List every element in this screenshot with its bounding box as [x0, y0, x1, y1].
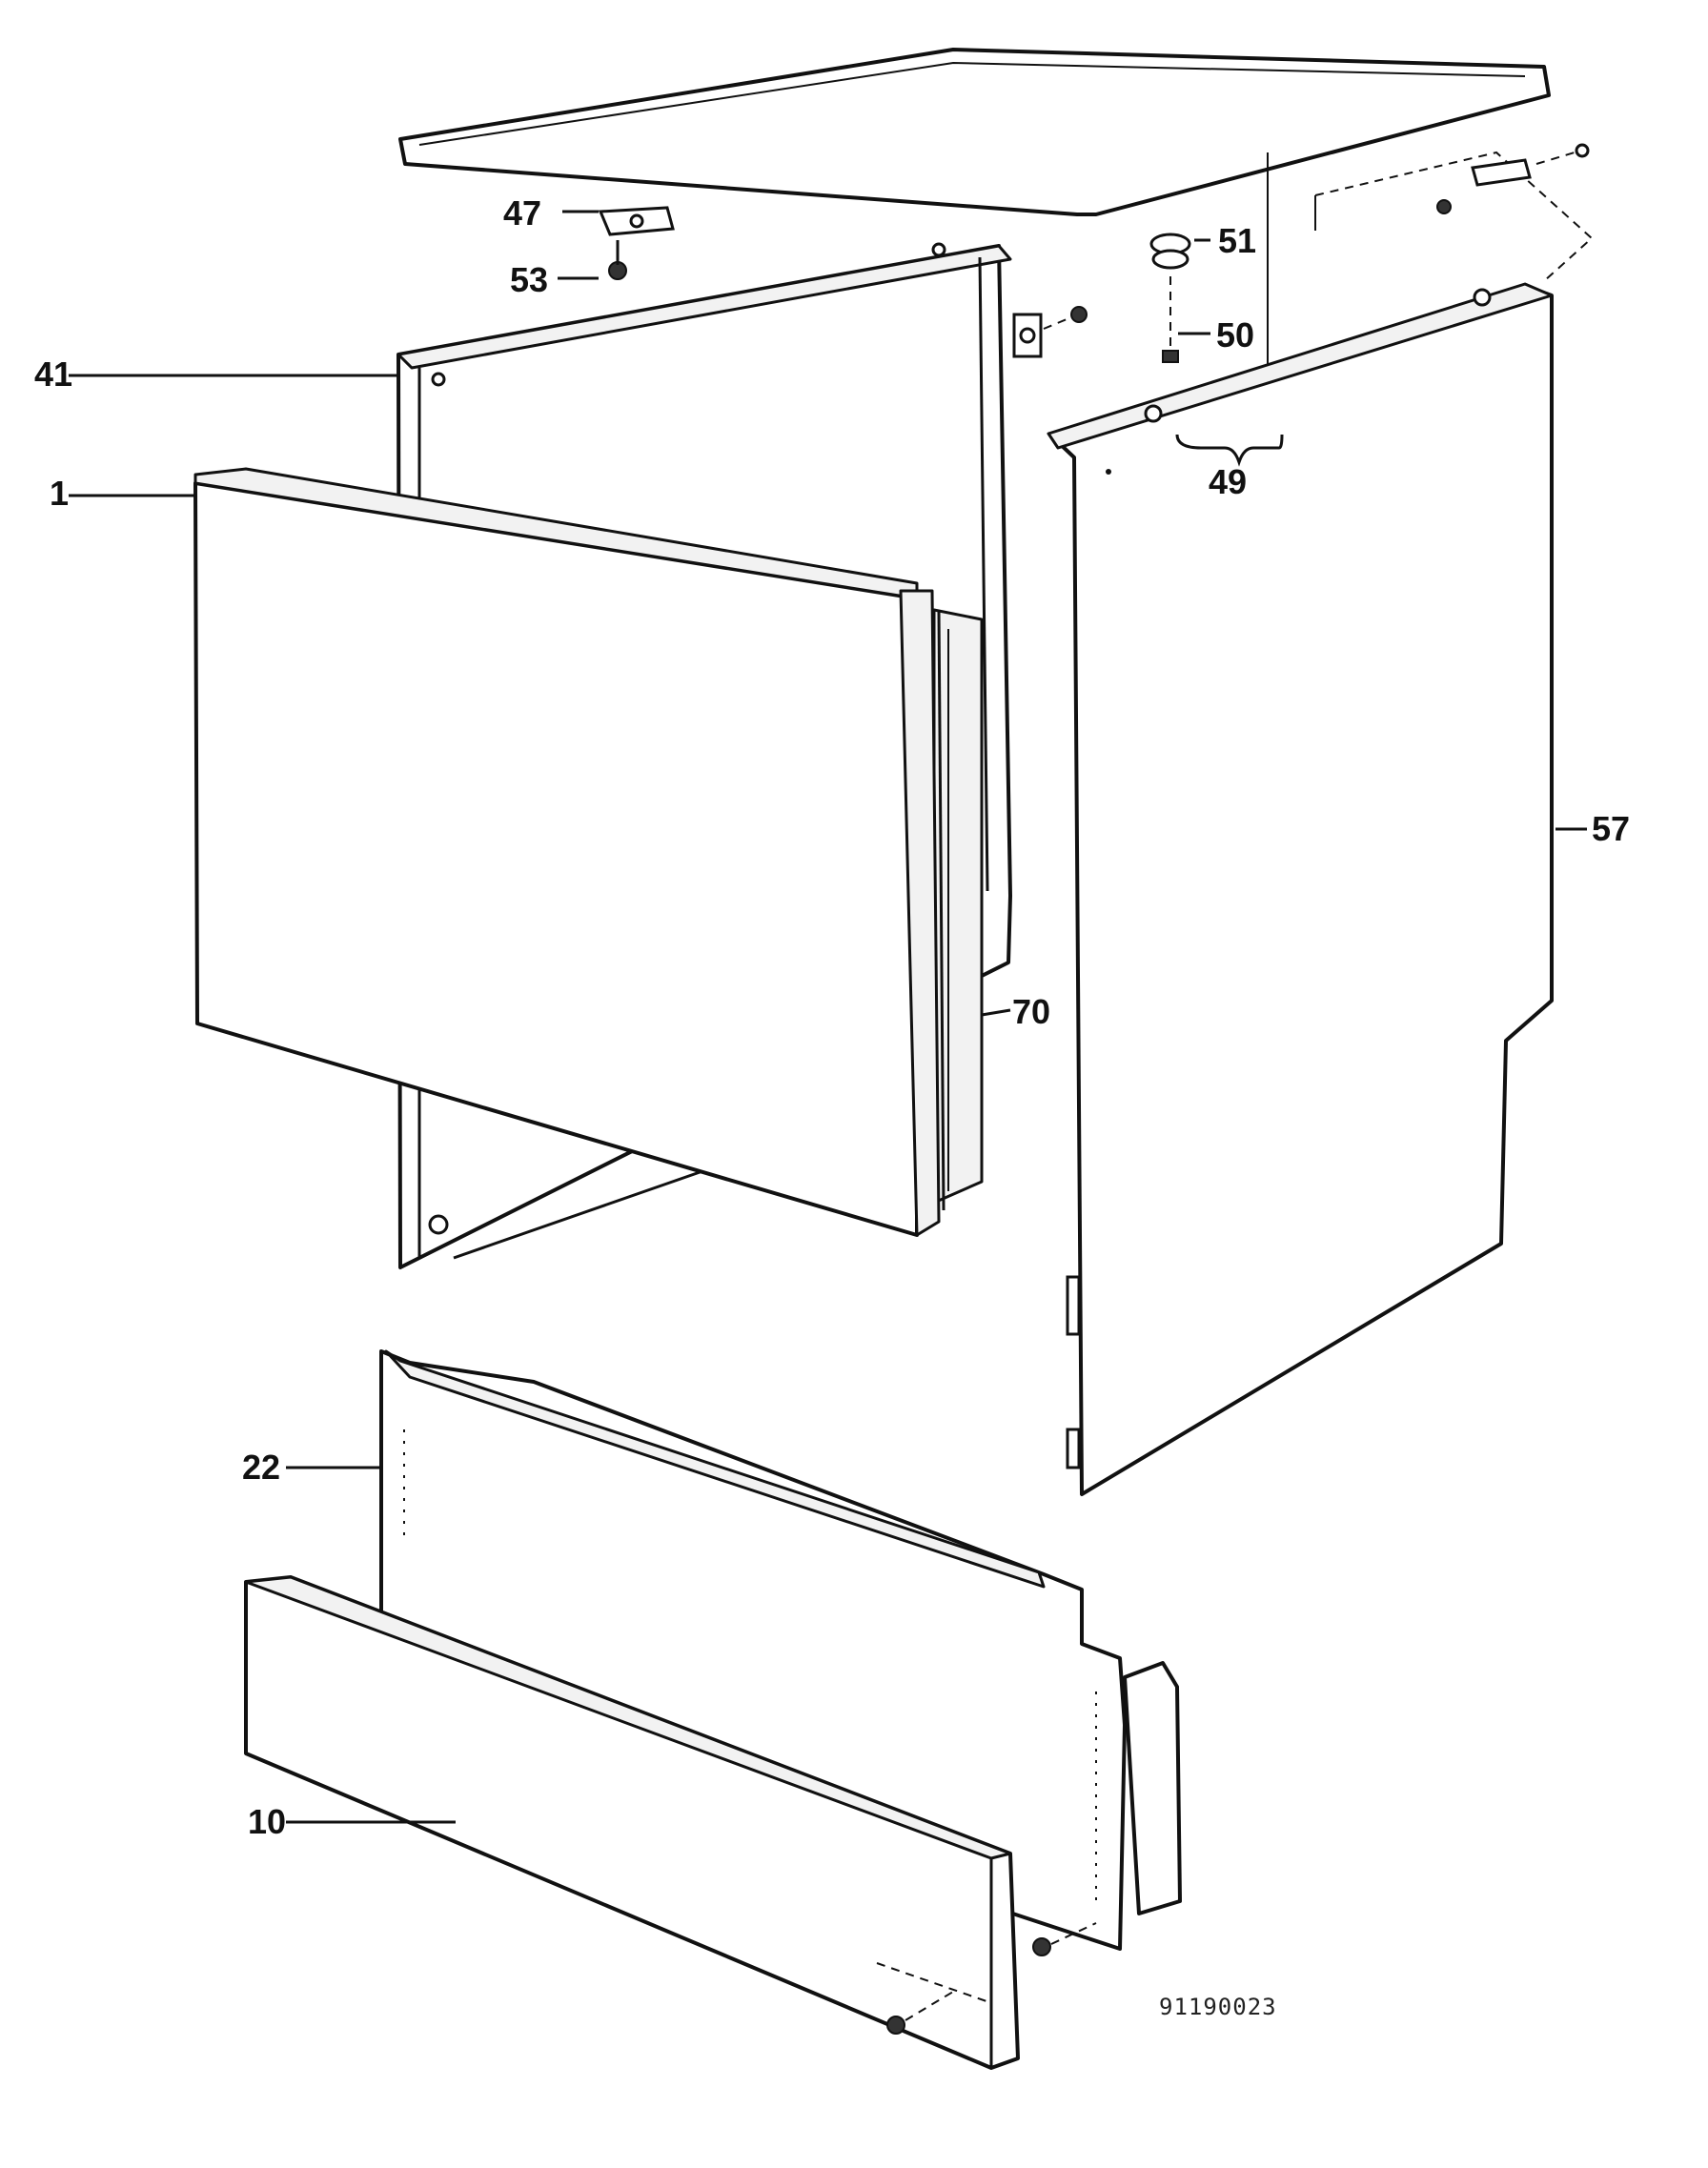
adjusting-bolt — [1162, 276, 1179, 363]
screw — [608, 240, 627, 280]
top-hinge-bracket — [1314, 143, 1594, 282]
plinth-screws — [886, 1922, 1097, 2035]
callout-50: 50 — [1216, 315, 1254, 355]
catch-bracket — [598, 206, 675, 236]
group-brace — [1175, 434, 1284, 467]
callout-47: 47 — [503, 193, 541, 233]
callout-70: 70 — [1012, 992, 1050, 1031]
plinth-front-strip — [244, 1575, 1020, 2070]
back-bracket — [1012, 306, 1088, 358]
callout-57: 57 — [1592, 809, 1630, 848]
callout-1: 1 — [50, 474, 69, 513]
side-panel — [1047, 282, 1554, 1496]
callout-49: 49 — [1209, 462, 1247, 501]
drawing-code: 91190023 — [1159, 1994, 1277, 2020]
plinth-support-block — [1123, 1661, 1182, 1915]
callout-41: 41 — [34, 355, 72, 394]
worktop-panel — [398, 48, 1551, 434]
callout-53: 53 — [510, 260, 548, 299]
foot-nut — [1149, 233, 1191, 270]
callout-51: 51 — [1218, 221, 1256, 260]
front-panel — [193, 467, 946, 1237]
callout-10: 10 — [248, 1802, 286, 1841]
callout-22: 22 — [242, 1448, 280, 1487]
